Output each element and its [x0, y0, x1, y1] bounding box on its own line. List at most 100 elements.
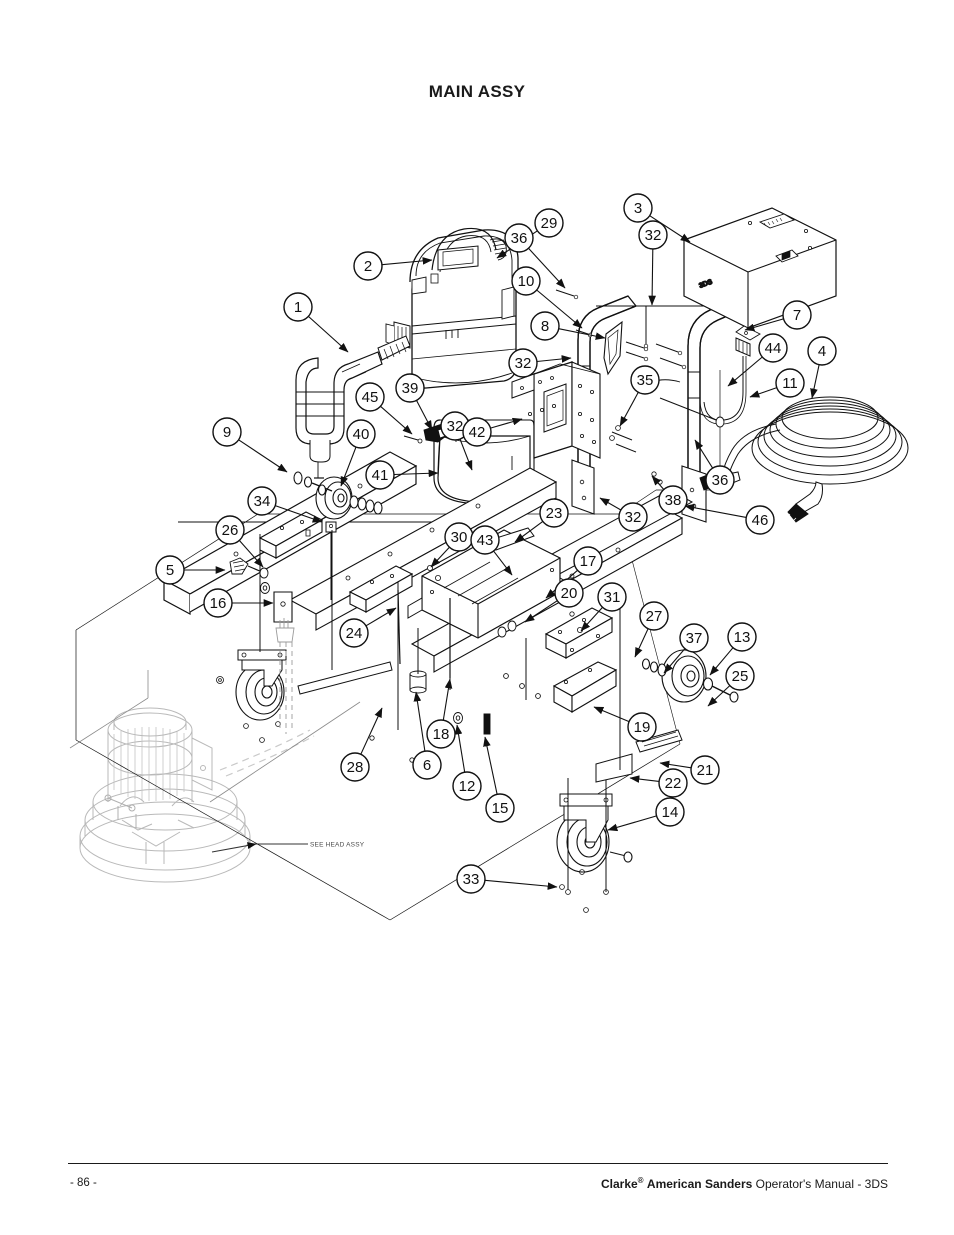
callout-leader — [694, 439, 714, 469]
callout-31: 31 — [580, 582, 627, 632]
callout-circle — [212, 417, 242, 447]
callout-leader — [707, 685, 731, 707]
callout-33: 33 — [456, 864, 558, 894]
callout-number: 3 — [634, 200, 642, 217]
callout-circle — [597, 582, 627, 612]
callout-leader — [619, 392, 639, 427]
callout-36b: 36 — [694, 439, 735, 495]
page-number: - 86 - — [70, 1177, 97, 1189]
callout-circle — [782, 300, 812, 330]
callout-leader — [340, 446, 357, 487]
callout-number: 44 — [765, 340, 782, 357]
callout-number: 30 — [451, 529, 468, 546]
front-wheel-hub — [293, 471, 383, 600]
callout-leader — [442, 678, 453, 721]
control-box: 3DS — [683, 207, 837, 341]
callout-leader — [749, 387, 777, 398]
registered-mark: ® — [637, 1176, 644, 1185]
callout-leader — [483, 736, 498, 795]
callout-leader — [810, 364, 820, 399]
callout-circle — [638, 220, 668, 250]
callout-circle — [340, 752, 370, 782]
callout-circle — [539, 498, 569, 528]
callout-number: 28 — [347, 759, 364, 776]
callout-leader — [558, 328, 606, 340]
callout-number: 24 — [346, 625, 363, 642]
callout-leader — [360, 707, 383, 755]
see-head-assy-label: SEE HEAD ASSY — [310, 842, 365, 849]
callout-number: 6 — [423, 757, 431, 774]
callout-number: 19 — [634, 719, 651, 736]
callout-45: 45 — [355, 382, 413, 435]
callout-circle — [508, 348, 538, 378]
callout-44: 44 — [727, 333, 788, 387]
see-head-assy-note: SEE HEAD ASSY — [211, 842, 365, 853]
callout-leader — [651, 475, 665, 490]
callout-38: 38 — [651, 475, 688, 515]
head-assembly-ghost — [69, 670, 361, 883]
callout-number: 32 — [447, 418, 464, 435]
product-line-name: American Sanders — [646, 1177, 753, 1191]
switch-cord-assembly — [699, 337, 751, 425]
callout-circle — [658, 485, 688, 515]
callout-circle — [456, 864, 486, 894]
callout-5: 5 — [155, 555, 226, 585]
callout-leader — [238, 439, 288, 473]
callout-number: 34 — [254, 493, 271, 510]
vacuum-canister — [385, 227, 519, 389]
callout-circle — [339, 618, 369, 648]
callout-circle — [155, 555, 185, 585]
callout-32b: 32 — [508, 348, 572, 378]
callout-circle — [485, 793, 515, 823]
callout-circle — [283, 292, 313, 322]
callout-6: 6 — [412, 691, 442, 780]
callout-18: 18 — [426, 678, 456, 749]
callout-circle — [573, 546, 603, 576]
callout-circle — [203, 588, 233, 618]
callout-number: 32 — [625, 509, 642, 526]
callout-number: 41 — [372, 467, 389, 484]
callout-leader — [528, 247, 566, 289]
callout-circle — [627, 712, 657, 742]
callout-number: 5 — [166, 562, 174, 579]
callout-leader — [648, 248, 656, 306]
callout-43: 43 — [470, 525, 513, 576]
callout-leader — [454, 724, 466, 773]
callout-circle — [530, 311, 560, 341]
callout-14: 14 — [607, 797, 685, 832]
vacuum-tray-bracket — [433, 361, 601, 505]
callout-leader — [430, 546, 450, 568]
callout-leader — [607, 815, 657, 832]
callout-leader — [536, 355, 572, 363]
callout-32: 32 — [638, 220, 668, 306]
callout-46: 46 — [684, 503, 775, 535]
callout-circle — [758, 333, 788, 363]
callout-circle — [504, 223, 534, 253]
callout-circle — [658, 768, 688, 798]
callout-number: 13 — [734, 629, 751, 646]
callout-circle — [470, 525, 500, 555]
callout-circle — [705, 465, 735, 495]
callout-leader — [649, 215, 691, 243]
callout-32d: 32 — [599, 497, 648, 532]
diagram-svg: SEE HEAD ASSY — [69, 193, 909, 921]
callout-number: 46 — [752, 512, 769, 529]
callout-circle — [554, 578, 584, 608]
callout-number: 1 — [294, 299, 302, 316]
callout-12: 12 — [452, 724, 482, 801]
callout-42: 42 — [462, 417, 523, 447]
power-cord-coil — [699, 396, 909, 525]
callout-number: 17 — [580, 553, 597, 570]
callout-leader — [744, 318, 784, 332]
callout-number: 23 — [546, 505, 563, 522]
callout-17: 17 — [545, 546, 603, 599]
callout-number: 37 — [686, 630, 703, 647]
callout-number: 33 — [463, 871, 480, 888]
callout-circle — [426, 719, 456, 749]
callout-37: 37 — [663, 623, 709, 674]
callout-35: 35 — [619, 365, 660, 427]
callout-circle — [534, 208, 564, 238]
callout-leader — [365, 607, 397, 627]
